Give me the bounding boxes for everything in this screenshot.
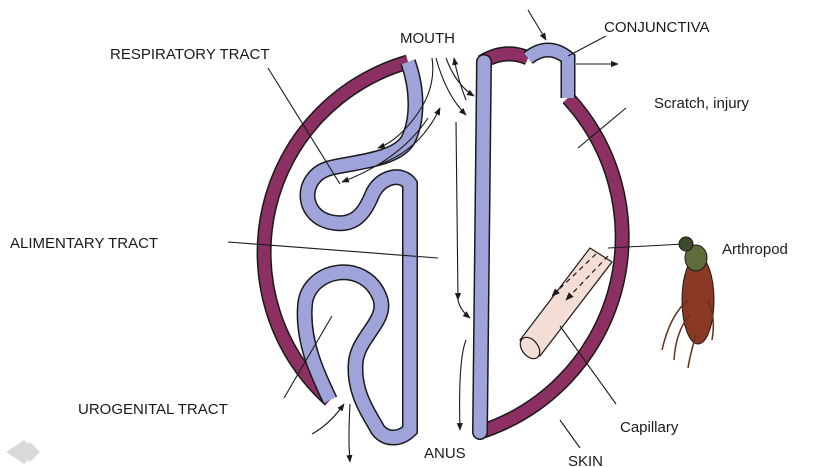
label-arthropod: Arthropod [722,241,788,258]
label-scratch-injury: Scratch, injury [654,95,750,112]
arrow-mouth-in-b [446,58,474,96]
label-urogenital-tract: UROGENITAL TRACT [78,401,228,418]
label-respiratory-tract: RESPIRATORY TRACT [110,46,270,63]
leader-conjunctiva [568,36,606,56]
label-skin: SKIN [568,453,603,467]
arrow-conjunctiva-in [528,10,546,40]
arrow-alimentary-down-a [456,122,458,300]
arrow-alimentary-down-b [458,300,470,318]
label-mouth: MOUTH [400,30,455,47]
leader-skin [560,420,580,448]
label-alimentary-tract: ALIMENTARY TRACT [10,235,158,252]
label-anus: ANUS [424,445,466,462]
label-capillary: Capillary [620,419,679,436]
label-conjunctiva: CONJUNCTIVA [604,19,710,36]
arrow-anus-out [460,340,466,430]
arrow-urogenital-out [349,404,350,462]
arrow-urogenital-in [312,404,344,434]
arrow-mouth-out [454,58,466,100]
watermark-chevron-icon [6,440,40,464]
